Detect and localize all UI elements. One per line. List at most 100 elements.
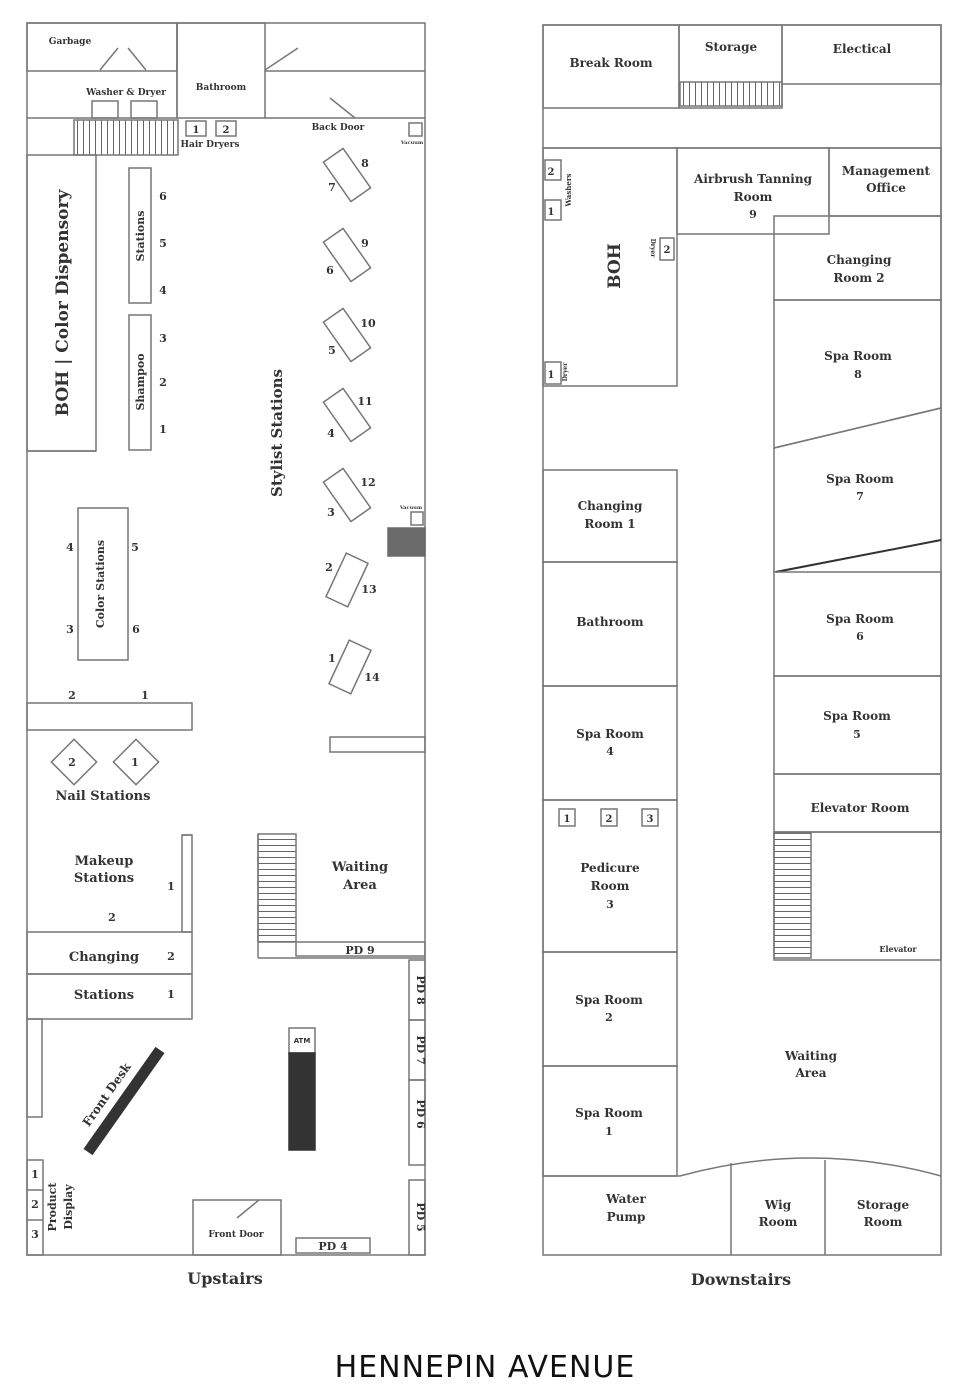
changing-stations-area [26,973,193,1020]
washer-num-2: 2 [548,167,555,178]
washer-1 [544,199,562,221]
upstairs-stairs-waiting [257,833,297,943]
pd-9-shelf [295,941,426,957]
makeup-wall [181,834,193,933]
electrical-room [781,24,942,85]
stylist-num-3: 3 [327,506,335,519]
garbage-room [26,22,178,72]
spa-room-5-num: 5 [853,728,861,741]
elevator-room-label: Elevator Room [811,801,910,815]
spa-room-1-label: Spa Room [575,1106,643,1120]
pedicure-label-1: Pedicure [580,861,640,875]
changing1-label-2: Room 1 [584,517,635,531]
pd-6-shelf [408,1079,426,1166]
downstairs-outline [542,24,942,1256]
electrical-label: Electical [833,42,892,56]
color-num-6: 6 [132,623,140,636]
waiting-arc [679,1157,942,1177]
pedicure-num: 3 [606,898,614,911]
water-pump-label-2: Pump [607,1210,646,1224]
break-room-label: Break Room [569,56,652,70]
spa-room-6-num: 6 [856,630,864,643]
stylist-num-5: 5 [328,344,336,357]
shampoo-num-1: 1 [159,423,167,436]
pd-8-label: PD 8 [414,975,427,1005]
stylist-num-14: 14 [364,671,380,684]
shampoo-num-3: 3 [159,332,167,345]
spa-room-4-num: 4 [606,745,614,758]
stylist-num-1: 1 [328,652,336,665]
pedicure-chair-3 [641,808,659,827]
stylist-chair-8 [322,147,372,203]
shampoo-label: Shampoo [134,353,147,410]
changing-room-1 [542,469,678,563]
counter [26,702,193,731]
downstairs-plan [542,24,942,1256]
shampoo-block [128,314,152,451]
front-door-label: Front Door [208,1230,264,1240]
storage-room-label-2: Room [864,1215,903,1229]
washer-dryer-label: Washer & Dryer [85,88,166,98]
stations-label: Stations [134,211,147,262]
bathroom-up [176,22,266,119]
nail-station-1 [112,738,160,786]
station-num-4: 4 [159,284,167,297]
hair-dryer-2 [215,120,237,137]
waiting-label-down: Waiting [784,1049,838,1063]
changing-label: Changing [69,950,139,965]
pd-5-label: PD 5 [414,1202,427,1231]
dryer-num-1: 1 [548,370,555,381]
stylist-chair-12 [322,467,372,523]
spa-room-4 [542,685,678,801]
airbrush-label-1: Airbrush Tanning [693,172,813,186]
changing-stations-label: Stations [74,988,134,1003]
spa-room-5-label: Spa Room [823,709,891,723]
upstairs-outline [26,22,426,1256]
downstairs-stairs-elevator [773,832,812,959]
changing-num: 2 [167,950,175,963]
vacuum-label: Vacuum [399,505,423,511]
spa-room-6-label: Spa Room [826,612,894,626]
water-pump-label-1: Water [605,1192,646,1206]
street-name: HENNEPIN AVENUE [334,1350,636,1385]
stylist-num-2: 2 [325,561,333,574]
bathroom-down-label: Bathroom [576,615,644,629]
shampoo-num-2: 2 [159,376,167,389]
nail-num-2: 2 [68,756,76,769]
hair-dryer-2-num: 2 [223,125,230,136]
mgmt-label-1: Management [842,164,931,178]
stylist-chair-14 [327,639,373,695]
stylist-num-6: 6 [326,264,334,277]
front-desk [83,1046,165,1156]
stylist-chair-11 [322,387,372,443]
hair-dryers-label: Hair Dryers [181,140,240,150]
color-stations-block [77,507,129,661]
stylist-num-4: 4 [327,427,335,440]
washers-label: Washers [564,173,573,207]
spa-room-2-label: Spa Room [575,993,643,1007]
counter-num-2: 2 [68,689,76,702]
changing2-label-2: Room 2 [833,271,884,285]
hair-dryer-1 [185,120,207,137]
stations-block [128,167,152,304]
garbage-label: Garbage [49,37,92,47]
dryer-1 [544,361,562,385]
spa-room-2-num: 2 [605,1011,613,1024]
product-num-1: 1 [31,1168,39,1181]
pedicure-label-2: Room [591,879,630,893]
vacuum-block [387,527,426,557]
spa-room-2 [542,951,678,1067]
pd-9-label: PD 9 [345,944,374,957]
back-door-label: Back Door [312,123,365,133]
waiting-area-label-up: Area [342,878,377,893]
stylist-num-8: 8 [361,157,369,170]
pedicure-chair-3-num: 3 [647,814,654,825]
spa-room-8-num: 8 [854,368,862,381]
storage-top-label: Storage [705,40,758,54]
makeup-num-1: 1 [167,880,175,893]
spa-room-1-num: 1 [605,1125,613,1138]
waiting-label-up: Waiting [331,860,388,875]
upstairs-plan [26,22,426,1256]
display-label: Display [62,1184,75,1230]
washer-num-1: 1 [548,207,555,218]
